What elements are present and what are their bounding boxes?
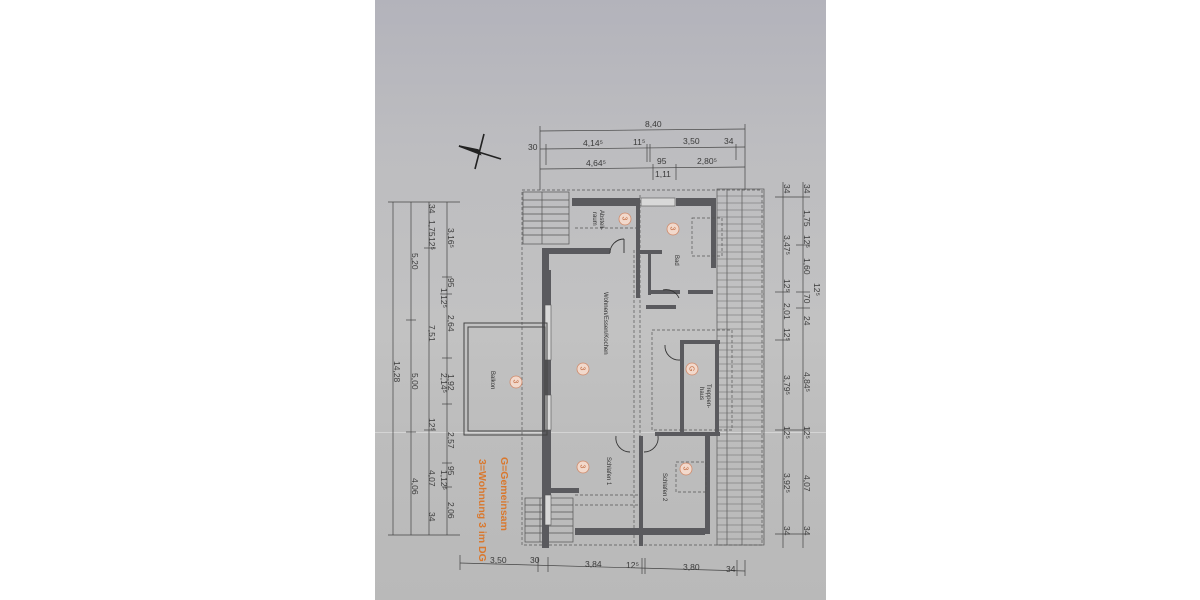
dim-label: 1,92 (446, 374, 456, 391)
dim-label: 3,50 (683, 136, 700, 146)
dim-label: 12⁵ (802, 426, 812, 439)
svg-text:3: 3 (579, 367, 586, 371)
dim-label: 34 (802, 184, 812, 194)
unit-badge: 3 (618, 212, 632, 226)
dim-label: 34 (427, 512, 437, 522)
dim-label: 12⁵ (782, 328, 792, 341)
dim-label: 34 (782, 526, 792, 536)
left-dimension-chain (388, 201, 460, 536)
dim-label: 3,79⁵ (782, 375, 792, 395)
room-label-bad: Bad (673, 255, 679, 266)
dim-label: 3,16⁵ (446, 228, 456, 248)
door-swings (609, 238, 681, 453)
roof-hatch-top-left (522, 191, 570, 245)
unit-badge: 3 (576, 362, 590, 376)
dim-label: 30 (528, 142, 538, 152)
dim-label: 1,12⁵ (439, 288, 449, 308)
dim-label: 95 (446, 466, 456, 476)
dim-label: 24 (802, 316, 812, 326)
unit-badge: 3 (666, 222, 680, 236)
dim-label: 34 (724, 136, 734, 146)
dim-label: 4,07 (802, 475, 812, 492)
room-label-schlafen1: Schlafen 1 (605, 457, 611, 486)
dim-overall-width: 8,40 (645, 119, 662, 129)
dim-label: 95 (446, 278, 456, 288)
dim-label: 34 (802, 526, 812, 536)
legend-unit: 3=Wohnung 3 im DG (476, 459, 488, 562)
dim-label: 3,84 (585, 559, 602, 569)
dim-overall-height: 14,28 (392, 361, 402, 383)
svg-text:3: 3 (621, 217, 628, 221)
dim-label: 1,11 (655, 169, 671, 179)
dim-label: 2,64 (446, 315, 456, 332)
dim-label: 4,64⁵ (586, 158, 606, 168)
dim-label: 95 (657, 156, 667, 166)
room-label-balkon: Balkon (489, 371, 495, 389)
dim-label: 5,00 (410, 373, 420, 390)
dim-label: 12⁵ (427, 237, 437, 250)
north-arrow-icon (458, 133, 502, 170)
dim-label: 12⁵ (626, 560, 639, 570)
dim-label: 12⁵ (782, 279, 792, 292)
dim-label: 2,01 (782, 303, 792, 320)
unit-badge: 3 (509, 375, 523, 389)
dim-label: 1,75 (802, 210, 812, 227)
common-badge: G (685, 362, 699, 376)
roof-hatch-right-lines (717, 195, 764, 540)
dim-label: 34 (427, 204, 437, 214)
dim-label: 2,80⁵ (697, 156, 717, 166)
dim-label: 30 (530, 555, 540, 565)
dim-label: 1,60 (802, 258, 812, 275)
dim-label: 12⁵ (802, 235, 812, 248)
svg-text:G: G (688, 366, 695, 371)
room-label-wohnen: Wohnen/Essen/Kochen (602, 292, 608, 355)
dim-label: 2,06 (446, 502, 456, 519)
dim-label: 2,14⁵ (439, 373, 449, 393)
dim-label: 7,51 (427, 325, 437, 342)
dim-label: 2,57 (446, 432, 456, 449)
dim-label: 4,84⁵ (802, 372, 812, 392)
dim-label: 12⁵ (427, 418, 437, 431)
top-dimension-chain (539, 124, 746, 190)
dim-label: 3,50 (490, 555, 507, 565)
bottom-dimension-chain (459, 555, 746, 576)
dim-label: 34 (726, 564, 736, 574)
dim-label: 12⁵ (812, 283, 822, 296)
dim-label: 4,06 (410, 478, 420, 495)
unit-badge: 3 (679, 462, 693, 476)
roof-hatch-right (716, 188, 765, 546)
legend-common: G=Gemeinsam (498, 457, 510, 531)
svg-text:3: 3 (579, 465, 586, 469)
dim-label: 12⁵ (782, 426, 792, 439)
dim-label: 11⁵ (633, 137, 645, 147)
svg-text:3: 3 (682, 467, 689, 471)
dim-label: 4,14⁵ (583, 138, 603, 148)
dim-label: 3,80 (683, 562, 700, 572)
unit-badge: 3 (576, 460, 590, 474)
floor-plan-photo: 8,40 30 4,14⁵ 11⁵ 3,50 34 4,64⁵ 95 1,11 … (375, 0, 826, 600)
room-label-abstellraum: raum (591, 212, 597, 226)
balcony-outline (463, 322, 548, 436)
dim-label: 3,92⁵ (782, 473, 792, 493)
dim-label: 34 (782, 184, 792, 194)
right-dimension-chain (775, 182, 810, 548)
svg-text:3: 3 (512, 380, 519, 384)
floor-plan-drawing: 8,40 30 4,14⁵ 11⁵ 3,50 34 4,64⁵ 95 1,11 … (388, 119, 822, 576)
room-label-abstellraum: Abstell- (598, 210, 604, 230)
dim-label: 1,75 (427, 220, 437, 237)
paper-fold-line (375, 432, 826, 433)
dim-label: 1,12⁵ (439, 470, 449, 490)
room-label-schlafen2: Schlafen 2 (661, 473, 667, 502)
slope-lines (575, 217, 733, 506)
svg-text:3: 3 (669, 227, 676, 231)
dim-label: 3,47⁵ (782, 235, 792, 255)
dim-label: 70 (802, 294, 812, 304)
dim-label: 5,20 (410, 253, 420, 270)
dim-label: 4,07 (427, 470, 437, 487)
room-label-treppenhaus: Treppen- (705, 384, 711, 408)
room-label-treppenhaus: haus (698, 387, 704, 400)
